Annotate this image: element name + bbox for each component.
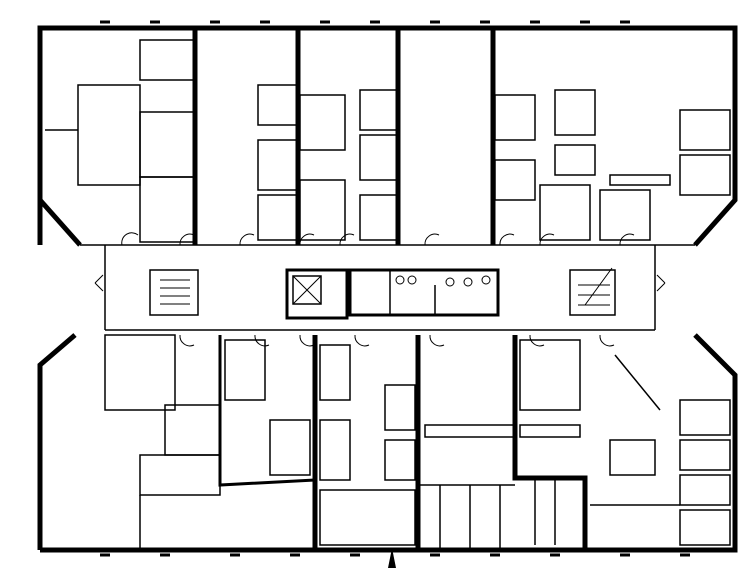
entrance-arrow-icon xyxy=(388,548,396,568)
south-rooms xyxy=(104,334,731,550)
stair-west xyxy=(149,269,199,316)
doors xyxy=(94,232,666,347)
south-wing-exterior-wall xyxy=(37,333,738,553)
north-wing xyxy=(37,25,738,247)
exterior-window-marks xyxy=(100,20,690,557)
north-wing-chamfer-west xyxy=(38,198,82,247)
partition-wall xyxy=(218,335,316,487)
corridor-end-walls xyxy=(104,245,656,330)
elevator xyxy=(285,268,349,320)
partition-wall xyxy=(512,335,588,550)
central-corridor xyxy=(104,245,656,331)
restrooms xyxy=(348,268,500,317)
south-wing xyxy=(37,333,738,553)
north-wing-exterior-wall xyxy=(37,25,738,247)
stair-east xyxy=(569,267,616,316)
north-rooms xyxy=(45,39,731,243)
